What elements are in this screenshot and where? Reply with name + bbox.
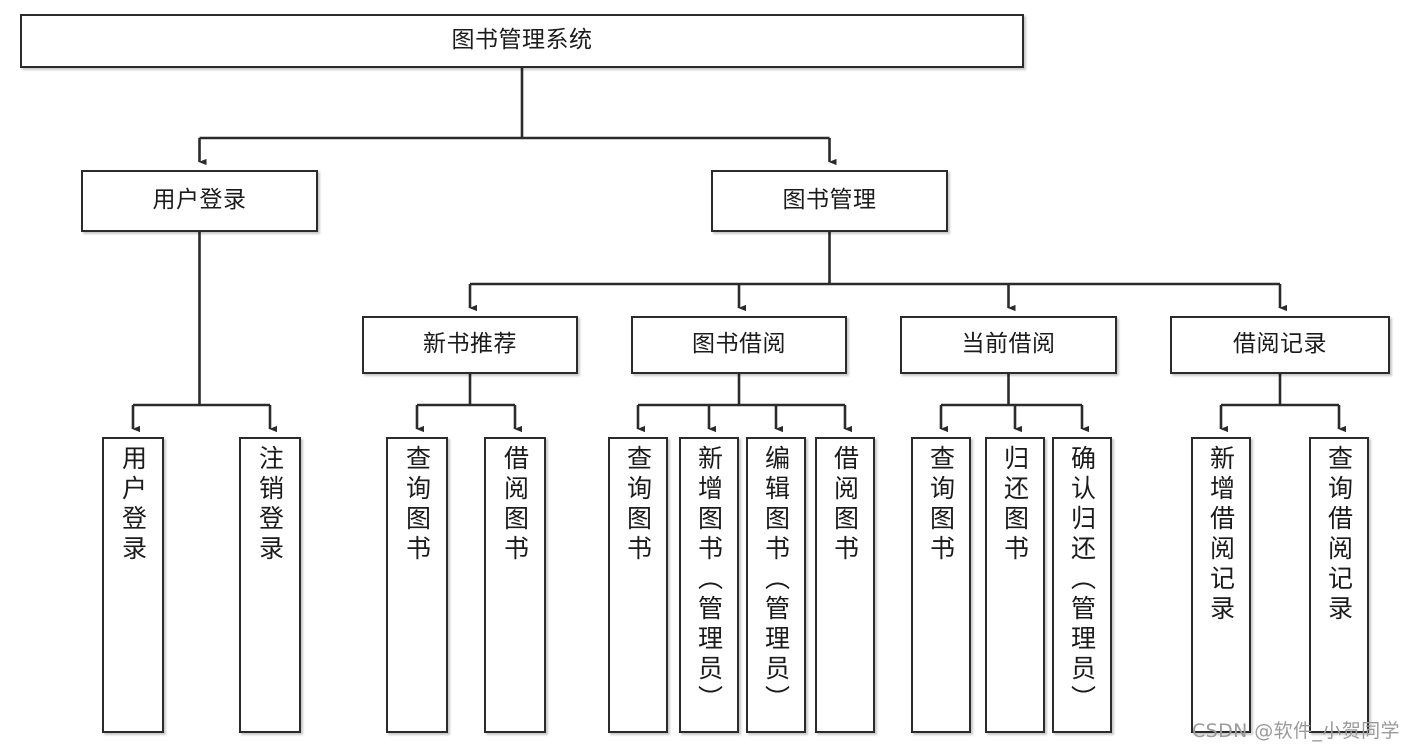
node-borrow-record[interactable]: 借阅记录	[1170, 316, 1390, 374]
node-leaf-query-borrow-record[interactable]: 查询借阅记录	[1309, 437, 1369, 733]
node-book-management-label: 图书管理	[782, 187, 877, 214]
node-leaf-query-book-current-label: 查询图书	[926, 445, 956, 565]
node-root[interactable]: 图书管理系统	[20, 14, 1024, 68]
node-leaf-user-login-label: 用户登录	[118, 445, 148, 565]
node-leaf-query-book-recommend[interactable]: 查询图书	[386, 437, 448, 733]
node-leaf-return-book[interactable]: 归还图书	[985, 437, 1045, 733]
watermark-text: CSDN @软件_小贺同学	[1192, 720, 1400, 742]
node-leaf-add-book[interactable]: 新增图书（管理员）	[679, 437, 739, 733]
node-leaf-borrow-book-recommend-label: 借阅图书	[500, 445, 530, 565]
node-book-borrow[interactable]: 图书借阅	[631, 316, 847, 374]
node-leaf-query-book-borrow-label: 查询图书	[623, 445, 653, 565]
node-leaf-add-book-label: 新增图书（管理员）	[694, 445, 724, 715]
node-user-login-label: 用户登录	[152, 187, 247, 214]
node-leaf-confirm-return-label: 确认归还（管理员）	[1067, 445, 1097, 715]
node-leaf-edit-book[interactable]: 编辑图书（管理员）	[746, 437, 806, 733]
node-current-borrow-label: 当前借阅	[961, 331, 1056, 358]
node-leaf-user-logout[interactable]: 注销登录	[239, 437, 301, 733]
node-book-borrow-label: 图书借阅	[692, 331, 786, 358]
node-current-borrow[interactable]: 当前借阅	[900, 316, 1117, 374]
node-leaf-borrow-book-label: 借阅图书	[830, 445, 860, 565]
node-leaf-edit-book-label: 编辑图书（管理员）	[761, 445, 791, 715]
node-leaf-add-borrow-record[interactable]: 新增借阅记录	[1191, 437, 1251, 733]
node-user-login[interactable]: 用户登录	[81, 170, 318, 232]
node-leaf-add-borrow-record-label: 新增借阅记录	[1206, 445, 1236, 625]
node-new-book-recommend-label: 新书推荐	[423, 331, 517, 358]
node-book-management[interactable]: 图书管理	[711, 170, 948, 232]
node-leaf-return-book-label: 归还图书	[1000, 445, 1030, 565]
node-leaf-borrow-book[interactable]: 借阅图书	[815, 437, 875, 733]
node-leaf-user-logout-label: 注销登录	[255, 445, 285, 565]
node-leaf-borrow-book-recommend[interactable]: 借阅图书	[484, 437, 546, 733]
node-leaf-query-book-recommend-label: 查询图书	[402, 445, 432, 565]
node-leaf-user-login[interactable]: 用户登录	[102, 437, 164, 733]
node-root-label: 图书管理系统	[451, 27, 593, 54]
node-borrow-record-label: 借阅记录	[1233, 331, 1327, 358]
node-leaf-confirm-return[interactable]: 确认归还（管理员）	[1052, 437, 1112, 733]
node-new-book-recommend[interactable]: 新书推荐	[362, 316, 578, 374]
node-leaf-query-borrow-record-label: 查询借阅记录	[1324, 445, 1354, 625]
node-leaf-query-book-current[interactable]: 查询图书	[911, 437, 971, 733]
node-leaf-query-book-borrow[interactable]: 查询图书	[608, 437, 668, 733]
